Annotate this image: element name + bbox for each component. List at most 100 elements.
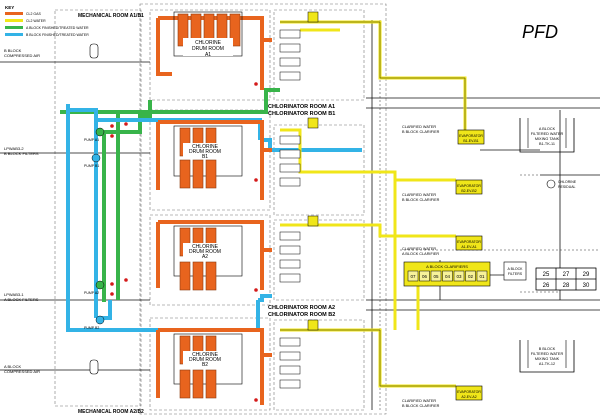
tank-a-line2: FILTERED WATER bbox=[531, 352, 564, 356]
lpw-label-2: B BLOCK FILTERS bbox=[4, 151, 39, 156]
pump-a2 bbox=[95, 280, 105, 290]
drum-room-b1: CHLORINE DRUM ROOM B1 bbox=[173, 125, 243, 189]
legend-heading: KEY bbox=[5, 5, 14, 10]
drum-b2-line1: CHLORINE bbox=[192, 352, 219, 358]
a-air-label-2: COMPRESSED AIR bbox=[4, 369, 40, 374]
pump-b2-label: PUMP B2 bbox=[84, 326, 99, 330]
clarifier-cell-label: 03 bbox=[456, 274, 462, 279]
lpw2-label-2: A BLOCK FILTERS bbox=[4, 297, 39, 302]
grid-cell-label: 28 bbox=[563, 283, 570, 289]
grid-cell-label: 27 bbox=[563, 272, 570, 278]
evaporator-2-label: EVAPORATOR bbox=[457, 184, 481, 188]
tank-b-line1: A BLOCK bbox=[539, 127, 556, 131]
grid-cell bbox=[575, 278, 597, 291]
block-filters-line1: A BLOCK bbox=[508, 267, 524, 271]
tank-b-line2: FILTERED WATER bbox=[531, 132, 564, 136]
clarified-2-line2: B BLOCK CLARIFIER bbox=[402, 198, 440, 202]
legend-label-cl2-water: CL2 WATER bbox=[26, 19, 46, 23]
chlorinator-equipment bbox=[279, 29, 301, 389]
clarified-2-line1: CLARIFIED WATER bbox=[402, 193, 436, 197]
legend-label-b-block: B BLOCK FINISHED/TREATED WATER bbox=[26, 33, 89, 37]
legend-swatch-cl2-water bbox=[5, 19, 23, 22]
pump-a2-label: PUMP A2 bbox=[84, 291, 99, 295]
clarifier-cell-label: 01 bbox=[479, 274, 485, 279]
clarifier-cell-label: 04 bbox=[445, 274, 451, 279]
tank-b-line4: B1-TK-11 bbox=[539, 142, 555, 146]
cl2-gas-pipes bbox=[156, 16, 272, 405]
clarified-4-line2: B BLOCK CLARIFIER bbox=[402, 404, 440, 408]
drum-a1-line2: DRUM ROOM bbox=[192, 46, 224, 52]
grid-cell-label: 26 bbox=[543, 283, 550, 289]
tank-b-line3: MIXING TANK bbox=[535, 137, 560, 141]
legend-swatch-b-block bbox=[5, 33, 23, 36]
clarifier-cell bbox=[430, 270, 442, 282]
drum-a2-line3: A2 bbox=[202, 254, 208, 260]
chlorine-residual-line1: CHLORINE bbox=[558, 180, 577, 184]
evaporator-1-label: EVAPORATOR bbox=[459, 134, 483, 138]
tank-a-line4: A1-TK-12 bbox=[539, 362, 555, 366]
pump-b1 bbox=[91, 153, 101, 163]
grid-cell-label: 25 bbox=[543, 272, 550, 278]
clarifier-cell bbox=[442, 270, 453, 282]
chlorinator-room-1-line2: CHLORINATOR ROOM B1 bbox=[268, 111, 335, 117]
clarified-4-line1: CLARIFIED WATER bbox=[402, 399, 436, 403]
mech-room-top-label: MECHANICAL ROOM A1/B1 bbox=[78, 13, 144, 19]
pump-a1-label: PUMP A1 bbox=[84, 138, 99, 142]
evaporator-3-label: EVAPORATOR bbox=[457, 240, 481, 244]
pump-b2 bbox=[95, 315, 105, 325]
drum-a1-line1: CHLORINE bbox=[195, 40, 222, 46]
mech-room-bottom-label: MECHANICAL ROOM A2/B2 bbox=[78, 409, 144, 415]
chlorine-residual-line2: RESIDUAL bbox=[558, 185, 576, 189]
clarifier-cell bbox=[465, 270, 476, 282]
chlorine-residual: CHLORINE RESIDUAL bbox=[546, 179, 577, 189]
pumps: PUMP A1 PUMP B1 PUMP A2 PUMP B2 bbox=[84, 127, 105, 330]
block-filters-line2: FILTERS bbox=[508, 272, 523, 276]
tank-a-line1: B BLOCK bbox=[539, 347, 556, 351]
drum-room-a2: CHLORINE DRUM ROOM A2 bbox=[173, 225, 243, 291]
evaporator-4-label: EVAPORATOR bbox=[457, 390, 481, 394]
grid-cell-label: 30 bbox=[583, 283, 590, 289]
drum-a2-line2: DRUM ROOM bbox=[189, 249, 221, 255]
clarifier-cell bbox=[419, 270, 430, 282]
drum-b2-line3: B2 bbox=[202, 362, 208, 368]
clarifier-cell bbox=[407, 270, 419, 282]
pump-a1 bbox=[95, 127, 105, 137]
evaporator-3-tag: A1-EV-A1 bbox=[461, 245, 476, 249]
clarifiers-title: A BLOCK CLARIFIERS bbox=[426, 264, 468, 269]
evaporator-2-tag: B2-EV-B2 bbox=[461, 189, 476, 193]
drum-room-a1: CHLORINE DRUM ROOM A1 bbox=[173, 11, 243, 58]
page-title: PFD bbox=[522, 22, 558, 42]
drum-a1-line3: A1 bbox=[205, 52, 211, 58]
clarifier-cell-label: 02 bbox=[468, 274, 474, 279]
legend-label-a-block: A BLOCK FINISHED/TREATED WATER bbox=[26, 26, 89, 30]
drum-b1-line3: B1 bbox=[202, 154, 208, 160]
valve-markers bbox=[110, 82, 258, 402]
clarified-1-line2: B BLOCK CLARIFIER bbox=[402, 130, 440, 134]
cl2-water-pipe-outlines bbox=[280, 21, 466, 387]
pump-b1-label: PUMP B1 bbox=[84, 164, 99, 168]
clarifier-cell-label: 05 bbox=[433, 274, 439, 279]
evaporator-4-tag: A2-EV-A2 bbox=[461, 395, 476, 399]
evaporator-3: EVAPORATOR A1-EV-A1 bbox=[455, 235, 483, 251]
b-air-label-1: B BLOCK bbox=[4, 48, 22, 53]
legend: KEY CL2 GAS CL2 WATER A BLOCK FINISHED/T… bbox=[5, 5, 89, 37]
process-lines bbox=[0, 20, 600, 410]
cl2-water-pipes bbox=[280, 20, 467, 388]
chlorinator-room-2-line1: CHLORINATOR ROOM A2 bbox=[268, 305, 335, 311]
evaporator-1: EVAPORATOR B1-EV-B1 bbox=[457, 129, 485, 145]
legend-swatch-a-block bbox=[5, 26, 23, 29]
clarifier-cell-label: 07 bbox=[410, 274, 416, 279]
a-air-label-1: A BLOCK bbox=[4, 364, 21, 369]
tank-a-line3: MIXING TANK bbox=[535, 357, 560, 361]
mixing-tank-a: B BLOCK FILTERED WATER MIXING TANK A1-TK… bbox=[519, 340, 575, 373]
room-outlines bbox=[54, 3, 387, 415]
drum-a2-line1: CHLORINE bbox=[192, 244, 219, 250]
drum-b2-line2: DRUM ROOM bbox=[189, 357, 221, 363]
evaporator-2: EVAPORATOR B2-EV-B2 bbox=[455, 179, 483, 195]
legend-swatch-cl2-gas bbox=[5, 12, 23, 15]
clarifier-cell bbox=[453, 270, 465, 282]
